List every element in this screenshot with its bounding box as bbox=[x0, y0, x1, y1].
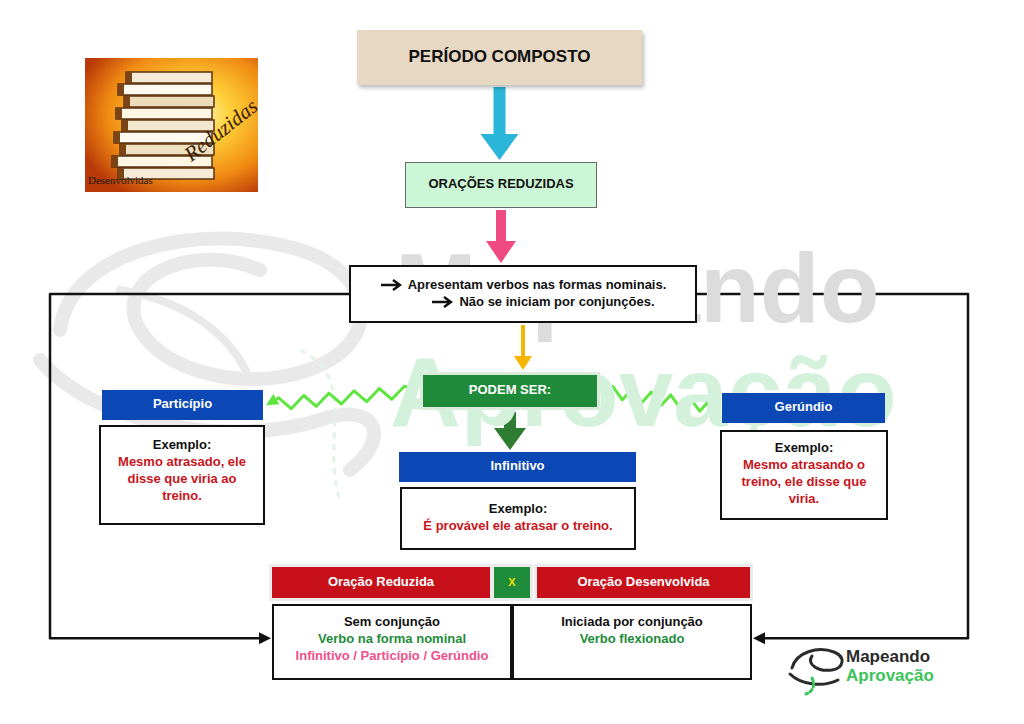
watermark-dash bbox=[300, 350, 340, 500]
connector bbox=[494, 87, 506, 134]
header-box: Oração Desenvolvida bbox=[537, 567, 750, 598]
node-body-text: Verbo na forma nominal bbox=[318, 631, 466, 648]
node-text: Iniciada por conjunção bbox=[561, 614, 703, 631]
header-box: Oração Reduzida bbox=[272, 567, 490, 598]
header-box: Particípio bbox=[102, 390, 263, 420]
node-body-text: Infinitivo / Particípio / Gerúndio bbox=[296, 648, 489, 665]
illustration-caption: Desenvolvidas bbox=[88, 174, 153, 186]
node-text: Apresentam verbos nas formas nominais. bbox=[408, 277, 667, 294]
node-text: Oração Reduzida bbox=[328, 574, 434, 591]
logo-icon bbox=[790, 650, 842, 694]
node-body-text: Não se iniciam por conjunções. bbox=[459, 294, 654, 311]
header-box: Infinitivo bbox=[399, 452, 636, 482]
node-text: ORAÇÕES REDUZIDAS bbox=[428, 176, 573, 193]
node-text: Exemplo: bbox=[489, 501, 548, 518]
bullet-line: Apresentam verbos nas formas nominais. bbox=[380, 277, 667, 294]
logo-text: Aprovação bbox=[846, 666, 934, 686]
node-body-text: Mesmo atrasado, ele disse que viria ao t… bbox=[106, 454, 258, 505]
node-text: PERÍODO COMPOSTO bbox=[409, 46, 591, 68]
illustration-caption: Reduzidas bbox=[179, 94, 262, 167]
node-text: PODEM SER: bbox=[469, 382, 551, 399]
node-text: Sem conjunção bbox=[344, 614, 440, 631]
node-text: Exemplo: bbox=[775, 440, 834, 457]
node-text: Oração Desenvolvida bbox=[577, 574, 709, 591]
node-text: Gerúndio bbox=[775, 399, 833, 416]
node-body-text: Mesmo atrasando o treino, ele disse que … bbox=[727, 457, 881, 508]
node-body-text: Verbo flexionado bbox=[580, 631, 685, 648]
header-box: Gerúndio bbox=[722, 393, 885, 423]
title-box: PERÍODO COMPOSTO bbox=[357, 30, 642, 85]
example-box: Exemplo:É provável ele atrasar o treino. bbox=[400, 487, 636, 550]
process-box: ORAÇÕES REDUZIDAS bbox=[405, 162, 597, 208]
rule-box: Apresentam verbos nas formas nominais.Nã… bbox=[349, 265, 697, 323]
bullet-arrow bbox=[431, 296, 453, 308]
example-box: Exemplo:Mesmo atrasado, ele disse que vi… bbox=[99, 425, 265, 525]
node-text: Infinitivo bbox=[490, 458, 544, 475]
node-text: X bbox=[508, 575, 515, 589]
definition-box: Iniciada por conjunçãoVerbo flexionado bbox=[512, 604, 752, 680]
example-box: Exemplo:Mesmo atrasando o treino, ele di… bbox=[720, 430, 888, 520]
branch-box: PODEM SER: bbox=[420, 372, 600, 410]
bullet-arrow bbox=[380, 279, 402, 291]
logo-text: Mapeando bbox=[846, 647, 930, 667]
node-text: Particípio bbox=[153, 396, 212, 413]
versus-box: X bbox=[494, 567, 530, 598]
bullet-line: Não se iniciam por conjunções. bbox=[391, 294, 654, 311]
node-body-text: É provável ele atrasar o treino. bbox=[423, 518, 612, 535]
node-text: Exemplo: bbox=[153, 437, 212, 454]
definition-box: Sem conjunçãoVerbo na forma nominalInfin… bbox=[272, 604, 512, 680]
